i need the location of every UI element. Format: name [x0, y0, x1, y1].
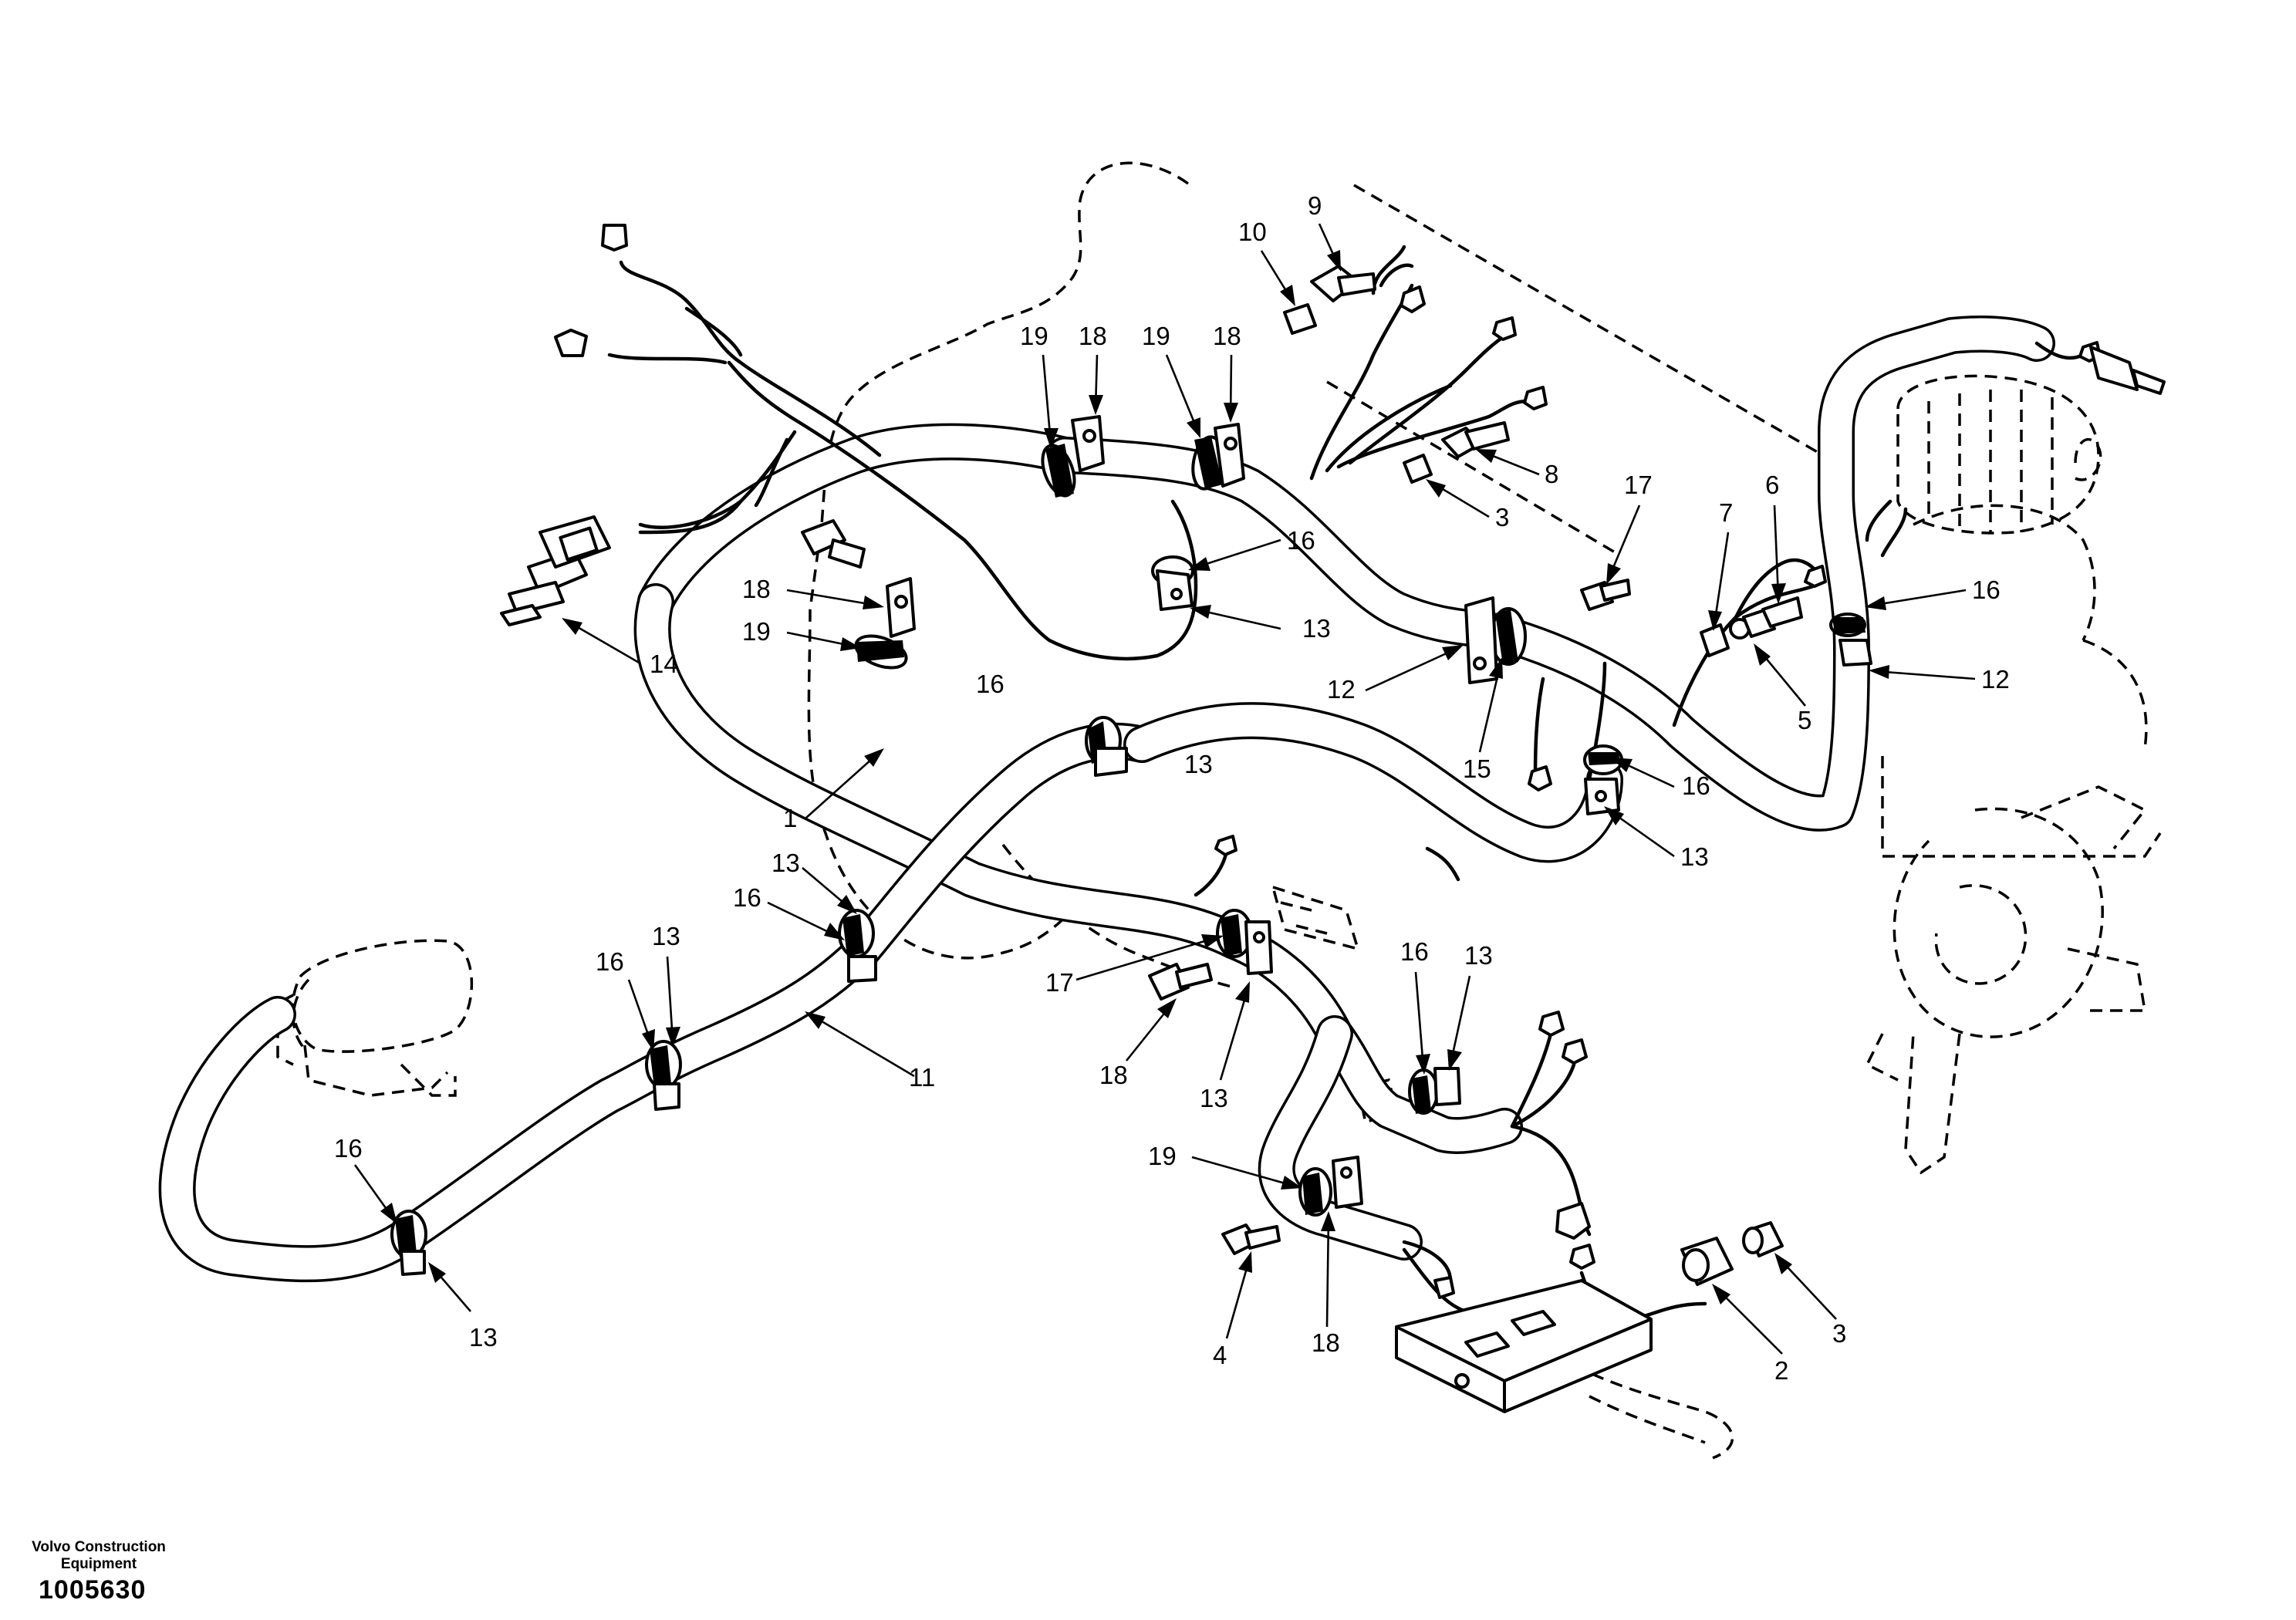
fuse-2	[1680, 1237, 1734, 1286]
callout-13: 13	[469, 1323, 498, 1352]
callout-18: 18	[1312, 1328, 1340, 1357]
battery-bracket	[1395, 1279, 1653, 1413]
callout-16: 16	[334, 1134, 363, 1163]
connector-bottom-right-1	[1555, 1202, 1591, 1240]
bolt-17b	[1580, 579, 1631, 611]
callout-19: 19	[1148, 1142, 1177, 1170]
callout-15: 15	[1463, 754, 1491, 783]
callout-4: 4	[1213, 1341, 1227, 1369]
components	[500, 265, 2166, 1413]
callout-16: 16	[1287, 526, 1315, 555]
clamp-12-15-right	[1464, 596, 1527, 684]
clamp-19-18-top-mid	[1191, 423, 1245, 491]
clamp-16-13-mid-left	[1151, 555, 1194, 611]
sensor-8	[1441, 421, 1510, 458]
bolt-17a	[801, 519, 866, 569]
sensor-9	[1310, 265, 1376, 302]
connector-right-mid	[1528, 765, 1552, 791]
bolt-17c	[1148, 963, 1213, 1001]
callout-6: 6	[1765, 471, 1779, 499]
clamp-16-13-lower-left-2	[645, 1040, 682, 1111]
bolt-4	[1221, 1223, 1281, 1255]
clamp-16-13-far-left	[390, 1210, 427, 1276]
callout-2: 2	[1774, 1356, 1788, 1385]
callout-17: 17	[1624, 471, 1653, 499]
drawing-number: 1005630	[39, 1575, 147, 1605]
callout-13: 13	[1184, 750, 1213, 778]
callout-16: 17	[1045, 968, 1074, 997]
callout-18: 18	[742, 575, 771, 603]
clamp-16-13-mid	[1085, 716, 1128, 777]
clamp-16-13-right-low	[1583, 744, 1623, 815]
callout-13: 13	[1680, 842, 1709, 871]
clamp-16-13-bottom-mid	[1216, 909, 1273, 975]
callout-12: 12	[1327, 675, 1356, 704]
callout-19: 19	[742, 617, 771, 646]
clamp-15-12-far-right	[1829, 613, 1872, 667]
callout-3: 3	[1832, 1319, 1846, 1348]
connector-right-6	[1804, 565, 1827, 588]
callout-1: 1	[783, 804, 797, 832]
callout-13: 13	[1302, 614, 1331, 643]
clamp-19-18-left	[854, 577, 916, 670]
callout-13: 13	[772, 849, 800, 877]
callout-19: 19	[1142, 322, 1170, 350]
clamp-19-18-bottom	[1298, 1156, 1363, 1217]
callout-5: 5	[1798, 706, 1811, 734]
callout-numbers: 19 18 19 18 10 9 8 3 17 7 6 16 12 5 18 1…	[334, 191, 2010, 1385]
connector-right-low-1	[1538, 1011, 1565, 1037]
callout-12: 12	[1981, 665, 2010, 694]
callout-10: 10	[1238, 218, 1267, 246]
callout-14: 14	[650, 650, 678, 678]
callout-13: 13	[1200, 1084, 1228, 1112]
callout-11: 11	[909, 1063, 935, 1092]
callout-13: 13	[652, 922, 680, 950]
manufacturer-label: Volvo Construction Equipment	[32, 1539, 166, 1572]
callout-18: 18	[1213, 322, 1241, 350]
main-harness	[158, 316, 2055, 1283]
clamp-16-13-lower-left-1	[838, 909, 877, 983]
callout-16: 16	[976, 670, 1004, 698]
connector-bottom-right-2	[1569, 1244, 1595, 1270]
sensor-10	[1283, 303, 1317, 335]
callout-16: 16	[733, 883, 761, 912]
callout-16: 16	[596, 947, 624, 976]
callout-19: 19	[1020, 322, 1048, 350]
sensor-right-top	[2089, 346, 2166, 395]
connector-upper-left	[554, 329, 588, 357]
connector-right-low-2	[1562, 1038, 1588, 1065]
sensor-3-upper	[1403, 454, 1433, 484]
clamp-16-13-bottom-right	[1408, 1067, 1461, 1115]
leader-lines	[353, 223, 1976, 1355]
connector-top-left	[601, 224, 628, 251]
clamp-19-18-top-left	[1041, 415, 1105, 498]
connector-center	[1214, 835, 1237, 856]
connector-upper-mid	[1400, 285, 1426, 313]
connector-mid	[1523, 386, 1548, 410]
sensor-14	[500, 515, 611, 626]
callout-13: 13	[1464, 941, 1493, 970]
callout-8: 8	[1545, 460, 1558, 488]
phantom-engine-outline	[276, 161, 2162, 1460]
connector-upper-mid-2	[1492, 316, 1517, 341]
callout-9: 9	[1308, 191, 1322, 220]
cap-3	[1742, 1221, 1784, 1257]
callout-18: 18	[1079, 322, 1107, 350]
callout-3: 3	[1495, 503, 1509, 532]
clamps	[390, 415, 1872, 1276]
sensor-5-6-7	[1700, 596, 1803, 657]
callout-7: 7	[1719, 498, 1733, 527]
connector-battery-1	[1433, 1276, 1455, 1299]
callout-17: 18	[1099, 1061, 1128, 1089]
callout-16: 16	[1400, 937, 1429, 966]
callout-16: 16	[1682, 771, 1710, 800]
callout-15: 16	[1972, 575, 2001, 604]
